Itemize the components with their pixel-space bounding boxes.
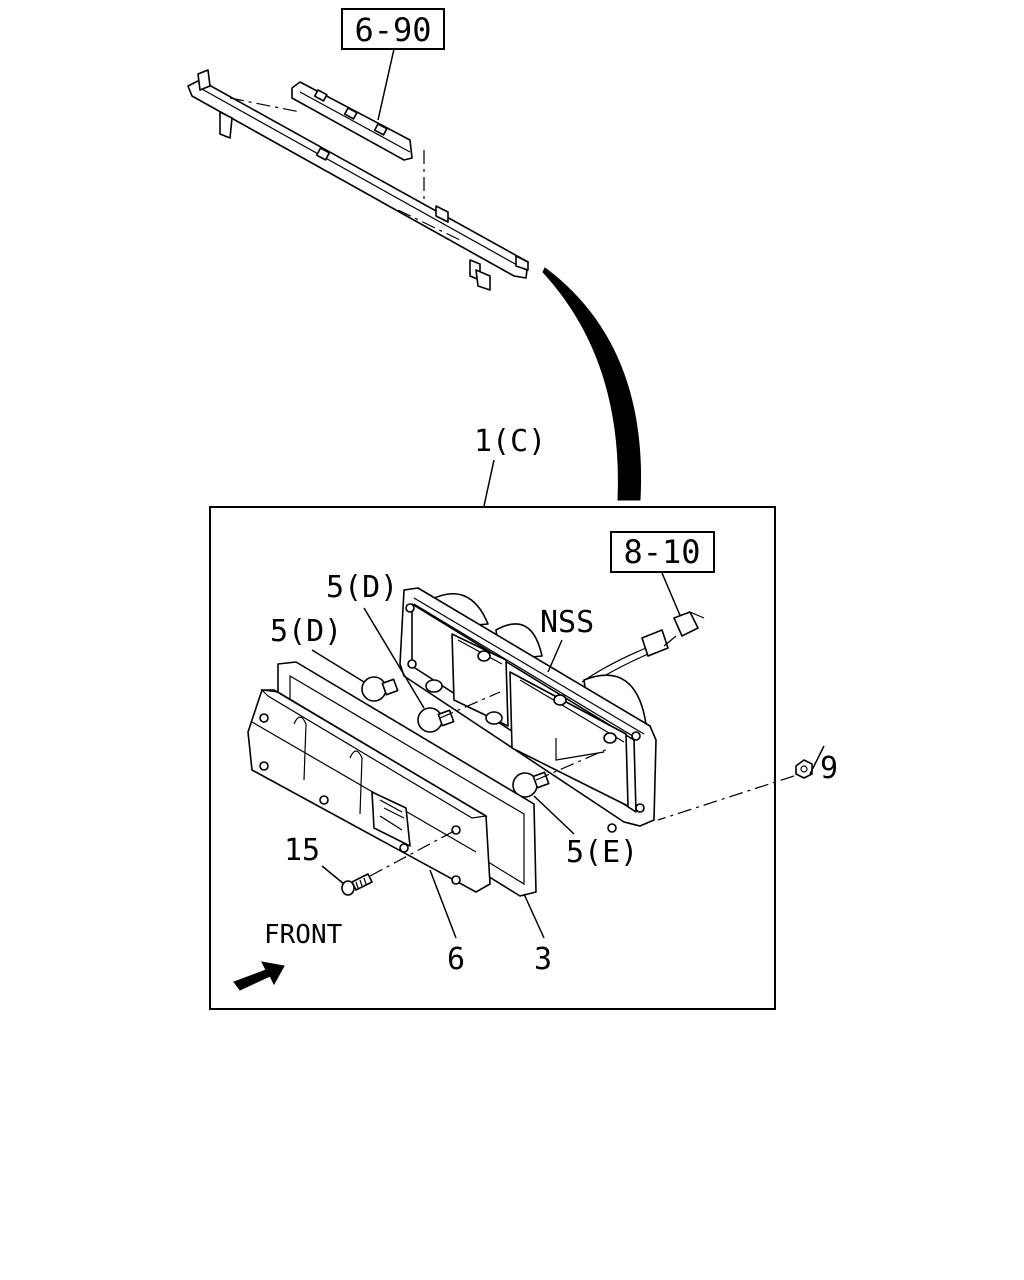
assembly-frame	[209, 506, 776, 1010]
ref-box-6-90[interactable]: 6-90	[341, 8, 445, 50]
assembly-leader	[483, 459, 495, 507]
nut-axis-line	[657, 775, 795, 821]
ref-box-8-10[interactable]: 8-10	[610, 531, 715, 573]
nss-label: NSS	[540, 605, 594, 640]
nut-label: 9	[820, 751, 838, 786]
gasket-leader	[523, 893, 545, 939]
bulb-d-upper-leader	[363, 607, 425, 709]
front-label: FRONT	[264, 920, 343, 950]
bulb-d-lower-leader	[311, 649, 365, 683]
bulb-d-upper-label: 5(D)	[326, 570, 398, 605]
assembly-arrow	[542, 267, 642, 501]
nss-leader	[547, 639, 563, 673]
front-arrow-icon	[233, 961, 285, 991]
lens-leader	[429, 869, 457, 939]
bulb-d-lower	[361, 676, 399, 702]
bulb-e-label: 5(E)	[566, 835, 638, 870]
nut-leader	[809, 745, 825, 775]
screw-leader	[321, 865, 345, 885]
screw-axis-line	[369, 829, 457, 877]
nut	[795, 759, 813, 779]
mounting-bracket	[187, 69, 529, 291]
ref-8-10-leader	[661, 572, 683, 621]
assembly-label: 1(C)	[474, 424, 546, 459]
bulb-e-leader	[533, 795, 575, 835]
lamp-housing	[399, 587, 657, 833]
lens-label: 6	[447, 942, 465, 977]
gasket-label: 3	[534, 942, 552, 977]
ref-6-90-leader	[377, 48, 395, 121]
bulb-axis-line	[439, 691, 501, 719]
bulb-e	[512, 771, 550, 798]
bulb-d-upper	[417, 707, 455, 733]
screw	[341, 873, 373, 896]
screw-label: 15	[284, 833, 320, 868]
ref-6-90-label: 6-90	[354, 11, 431, 49]
ref-8-10-label: 8-10	[623, 533, 700, 571]
bulb-e-axis-line	[535, 747, 611, 781]
bulb-d-lower-label: 5(D)	[270, 614, 342, 649]
lens	[247, 689, 491, 893]
